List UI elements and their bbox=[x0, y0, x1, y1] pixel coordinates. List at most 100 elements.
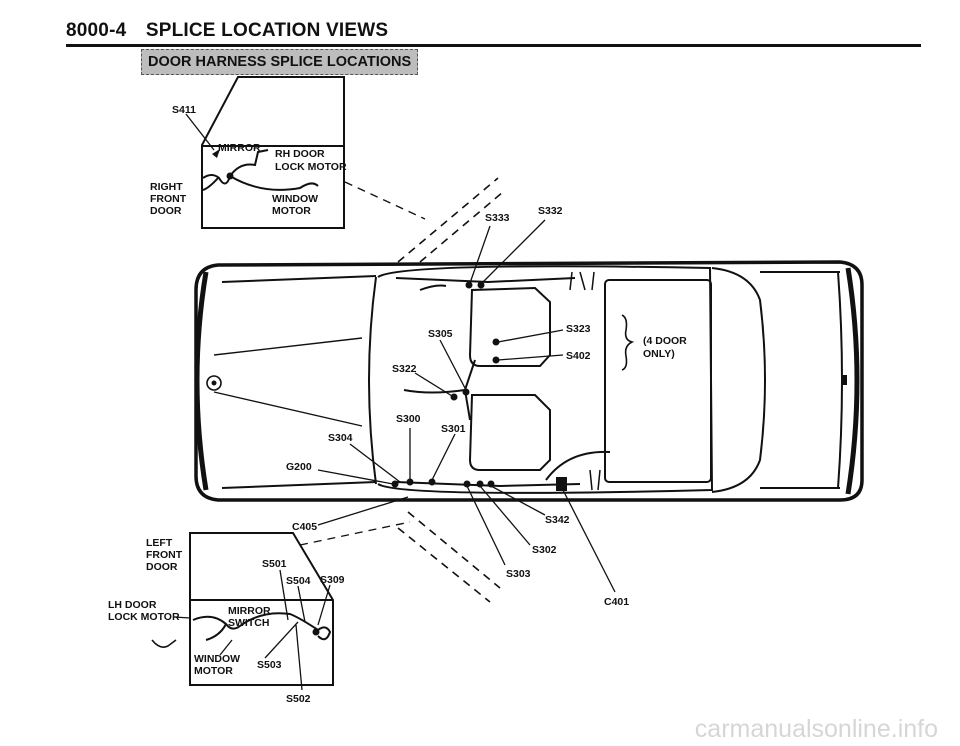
dot-s305 bbox=[462, 388, 470, 396]
leader-s305 bbox=[439, 339, 467, 391]
label-front-rh: FRONT bbox=[150, 193, 187, 205]
label-window-lh: WINDOW bbox=[194, 653, 240, 665]
rh-door-dash-line bbox=[344, 181, 426, 220]
label-s332: S332 bbox=[538, 205, 563, 217]
rh-door-dash-cross bbox=[397, 177, 499, 263]
front-seat-right bbox=[468, 286, 551, 367]
dot-s402 bbox=[492, 356, 500, 364]
leader-s301 bbox=[431, 433, 456, 481]
leader-lines bbox=[317, 219, 616, 593]
front-emblem-center bbox=[211, 380, 217, 386]
label-window-rh: WINDOW bbox=[272, 193, 318, 205]
dot-g200 bbox=[391, 480, 399, 488]
upper-harness bbox=[395, 277, 576, 291]
label-left: LEFT bbox=[146, 537, 173, 549]
label-rh-lock-1: RH DOOR bbox=[275, 148, 325, 160]
label-c405: C405 bbox=[292, 521, 317, 533]
right-door-harness bbox=[202, 149, 319, 191]
dot-s332 bbox=[477, 281, 485, 289]
leader-s504 bbox=[297, 585, 306, 623]
dot-s322 bbox=[450, 393, 458, 401]
car-outer-outline bbox=[194, 260, 864, 502]
leader-s303 bbox=[466, 485, 506, 566]
page-header: 8000-4 SPLICE LOCATION VIEWS bbox=[66, 20, 388, 42]
diagram-subtitle: DOOR HARNESS SPLICE LOCATIONS bbox=[141, 49, 419, 75]
dot-s300 bbox=[406, 478, 414, 486]
label-s504: S504 bbox=[286, 575, 311, 587]
four-door-bracket bbox=[621, 314, 635, 371]
trunk-edge bbox=[837, 271, 843, 489]
dot-s342 bbox=[487, 480, 495, 488]
s411-leader bbox=[185, 113, 215, 151]
label-mirror-lh: MIRROR bbox=[228, 605, 271, 617]
label-s323: S323 bbox=[566, 323, 591, 335]
leader-s501 bbox=[279, 569, 289, 621]
label-rh-lock-2: LOCK MOTOR bbox=[275, 161, 347, 173]
left-door-harness bbox=[192, 612, 332, 641]
leader-s333 bbox=[469, 225, 491, 284]
leader-s322 bbox=[414, 372, 453, 397]
label-lh-lock-2: LOCK MOTOR bbox=[108, 611, 180, 623]
dot-s323 bbox=[492, 338, 500, 346]
left-door-outline bbox=[189, 532, 334, 686]
rear-window bbox=[711, 267, 766, 493]
label-s303: S303 bbox=[506, 568, 531, 580]
leader-g200 bbox=[317, 469, 394, 485]
label-s304: S304 bbox=[328, 432, 353, 444]
bpillar-lower bbox=[589, 469, 601, 491]
label-s503: S503 bbox=[257, 659, 282, 671]
leader-s342 bbox=[490, 485, 546, 516]
rh-door-dash-cross-b bbox=[419, 191, 504, 263]
leader-s402 bbox=[497, 354, 564, 361]
label-motor-lh: MOTOR bbox=[194, 665, 233, 677]
label-lh-lock-1: LH DOOR bbox=[108, 599, 157, 611]
lower-harness bbox=[395, 450, 611, 488]
label-s322: S322 bbox=[392, 363, 417, 375]
bpillar-upper bbox=[569, 271, 595, 291]
s411-arrow bbox=[212, 149, 220, 158]
leader-window-lh bbox=[219, 639, 233, 656]
right-door-outline bbox=[201, 76, 345, 229]
label-s302: S302 bbox=[532, 544, 557, 556]
left-door-detail bbox=[151, 532, 334, 691]
car-hood-edge bbox=[221, 275, 377, 283]
label-s305: S305 bbox=[428, 328, 453, 340]
car-rear-bumper bbox=[845, 267, 860, 495]
label-door-lh: DOOR bbox=[146, 561, 178, 573]
dot-s333 bbox=[465, 281, 473, 289]
label-g200: G200 bbox=[286, 461, 312, 473]
label-s300: S300 bbox=[396, 413, 421, 425]
label-right: RIGHT bbox=[150, 181, 183, 193]
label-s402: S402 bbox=[566, 350, 591, 362]
label-s301: S301 bbox=[441, 423, 466, 435]
leader-s502 bbox=[295, 624, 303, 691]
label-s333: S333 bbox=[485, 212, 510, 224]
label-motor-rh: MOTOR bbox=[272, 205, 311, 217]
label-front-lh: FRONT bbox=[146, 549, 183, 561]
hood-crease-upper bbox=[213, 337, 363, 356]
section-number: 8000-4 bbox=[66, 20, 127, 41]
leader-s323 bbox=[497, 329, 564, 343]
leader-s309 bbox=[317, 584, 331, 626]
c401-connector bbox=[556, 477, 567, 491]
leader-c401 bbox=[562, 489, 616, 593]
label-c401: C401 bbox=[604, 596, 629, 608]
leader-c405 bbox=[317, 496, 409, 526]
right-door-detail bbox=[185, 76, 426, 229]
leader-s332 bbox=[481, 219, 546, 284]
rear-seat bbox=[604, 279, 712, 483]
left-door-splice-dot bbox=[312, 628, 320, 636]
right-door-splice-dot bbox=[226, 172, 234, 180]
lh-door-dash-line bbox=[299, 521, 411, 546]
label-s411: S411 bbox=[172, 104, 196, 116]
dot-s302 bbox=[476, 480, 484, 488]
dot-s301 bbox=[428, 478, 436, 486]
label-switch: SWITCH bbox=[228, 617, 269, 629]
rear-marker bbox=[842, 375, 847, 385]
label-s501: S501 bbox=[262, 558, 287, 570]
leader-s302 bbox=[479, 485, 531, 546]
section-title: SPLICE LOCATION VIEWS bbox=[145, 20, 389, 41]
label-mirror-rh: MIRROR bbox=[218, 142, 261, 154]
label-four-door-2: ONLY) bbox=[643, 348, 675, 360]
